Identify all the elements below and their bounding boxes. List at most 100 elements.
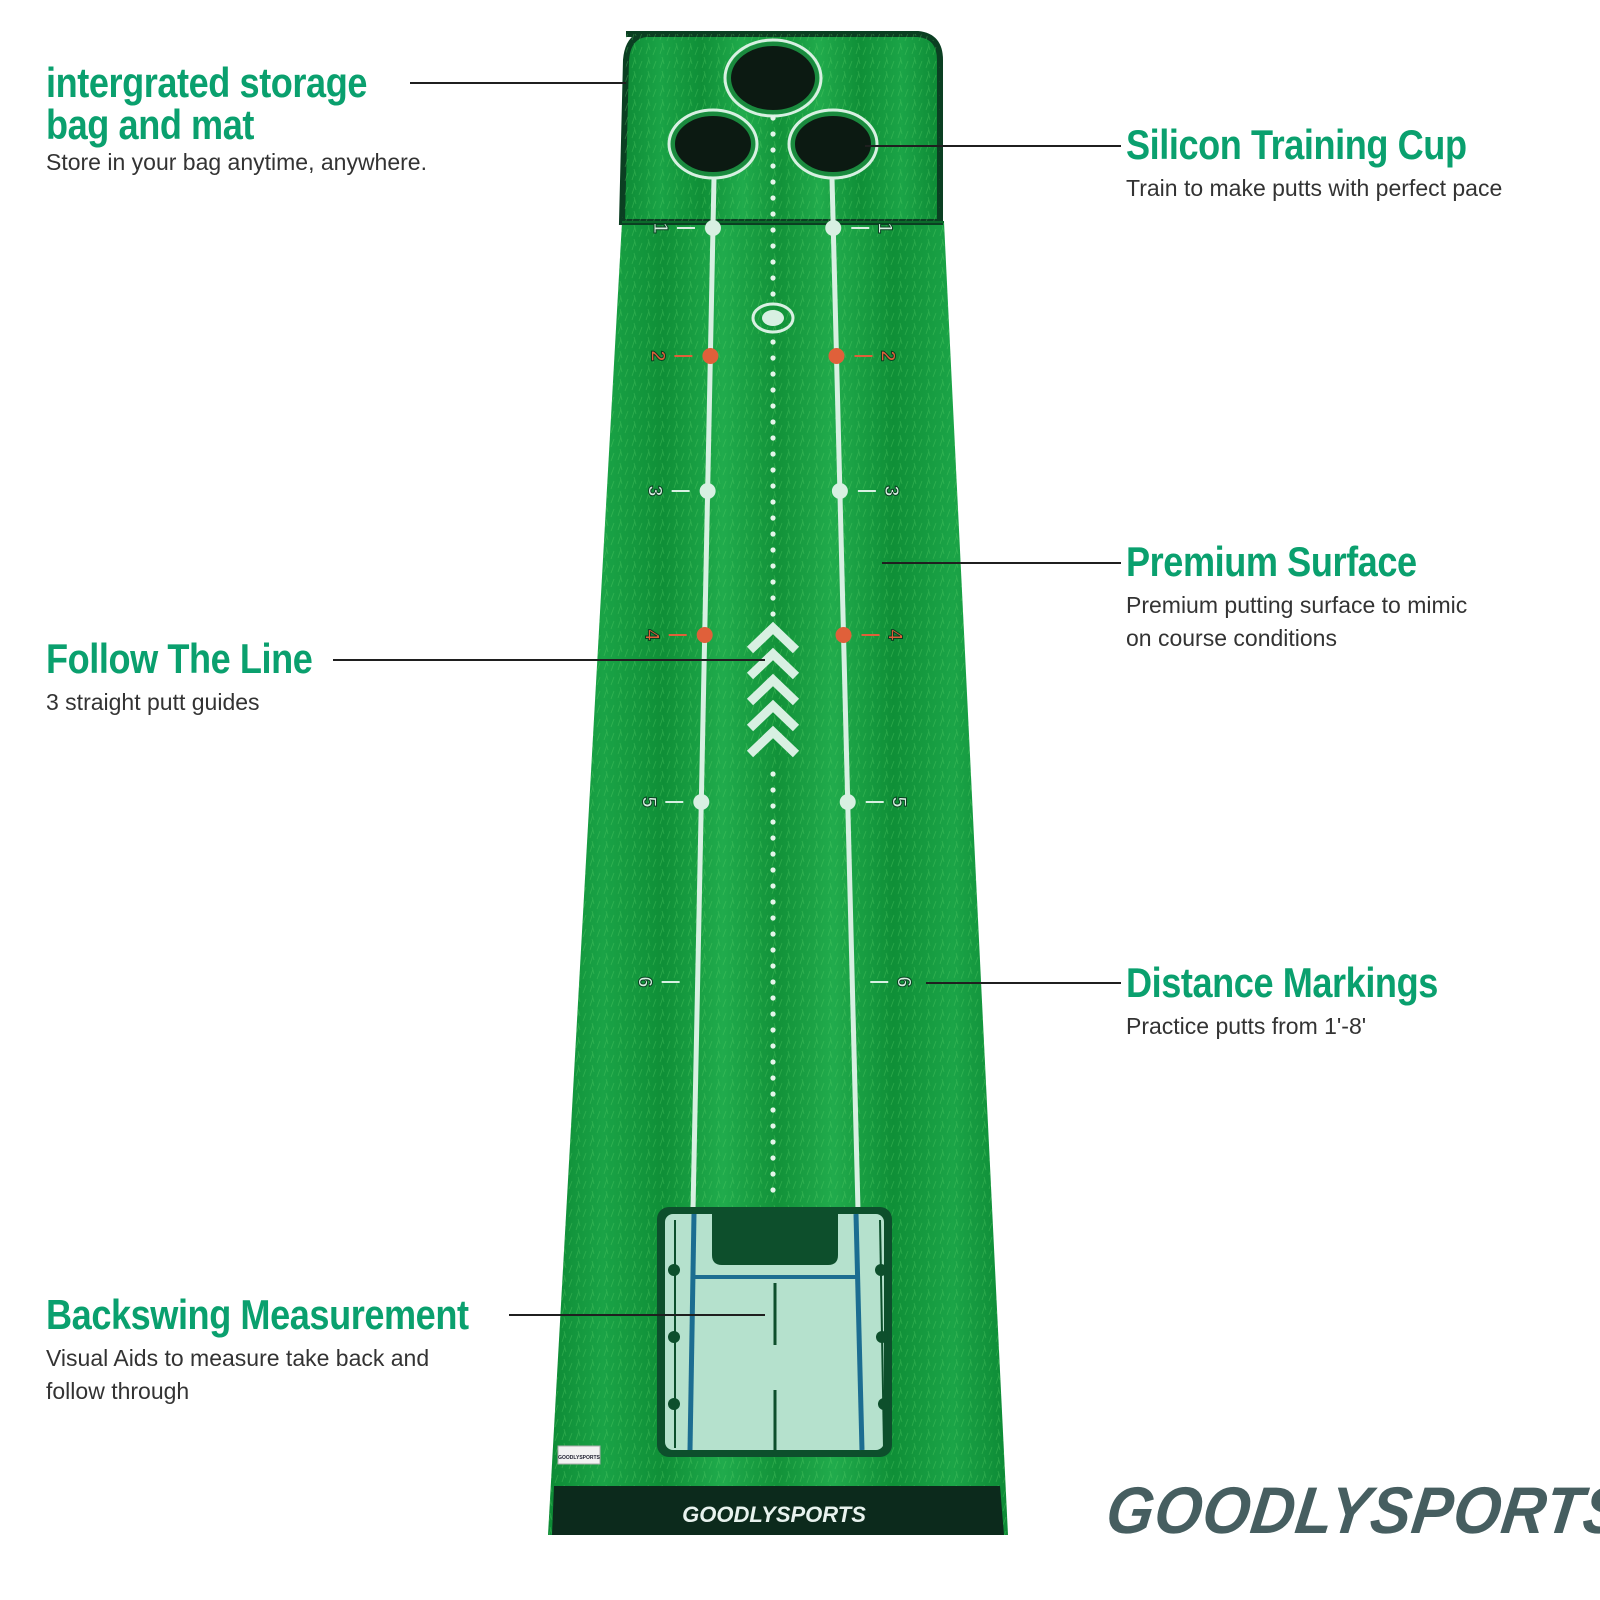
- center-dot: [770, 883, 776, 889]
- marker-label-right: 5: [888, 796, 910, 807]
- center-dot: [770, 1011, 776, 1017]
- center-dot: [770, 963, 776, 969]
- marker-dot-left: [693, 794, 710, 810]
- backswing-board: [657, 1207, 892, 1457]
- center-dot: [770, 995, 776, 1001]
- feature-desc: Store in your bag anytime, anywhere.: [46, 149, 427, 175]
- center-dot: [770, 403, 776, 409]
- center-dot: [770, 979, 776, 985]
- mat-tag: [557, 1445, 601, 1465]
- center-dot: [770, 1107, 776, 1113]
- marker-label-right: 3: [880, 485, 902, 496]
- center-dot: [770, 355, 776, 361]
- chevron-arrow: [746, 673, 800, 706]
- center-dot: [770, 1027, 776, 1033]
- marker-dot-left: [702, 348, 719, 364]
- center-dot: [770, 1171, 776, 1177]
- center-dot: [770, 275, 776, 281]
- marker-dot-left: [704, 220, 721, 236]
- target-circle: [751, 302, 795, 334]
- marker-label-left: 4: [641, 629, 663, 641]
- center-dot: [770, 531, 776, 537]
- center-dot: [770, 1123, 776, 1129]
- center-dotted-line: [770, 115, 776, 1193]
- center-dot: [770, 1155, 776, 1161]
- marker-label-right: 6: [892, 976, 914, 987]
- center-dot: [770, 803, 776, 809]
- center-dot: [770, 787, 776, 793]
- marker-label-left: 5: [637, 796, 659, 807]
- marker-label-left: 2: [646, 350, 668, 361]
- center-dot: [770, 547, 776, 553]
- center-dot: [770, 435, 776, 441]
- marker-label-right: 1: [873, 222, 895, 233]
- center-dot: [770, 291, 776, 297]
- feature-line: Follow The Line 3 straight putt guides: [46, 638, 356, 719]
- center-dot: [770, 1043, 776, 1049]
- center-dot: [770, 819, 776, 825]
- center-dot: [770, 243, 776, 249]
- marker-dot-right: [831, 483, 848, 499]
- leader-storage: [410, 82, 626, 84]
- center-dot: [770, 1139, 776, 1145]
- marker-label-left: 6: [634, 976, 656, 987]
- marker-dot-left: [696, 627, 713, 643]
- center-dot: [770, 563, 776, 569]
- feature-title: Silicon Training Cup: [1126, 121, 1467, 168]
- feature-desc: Train to make putts with perfect pace: [1126, 175, 1503, 201]
- cup-right: [791, 112, 875, 176]
- center-dot: [770, 947, 776, 953]
- feature-title: Backswing Measurement: [46, 1291, 469, 1338]
- center-dot: [770, 595, 776, 601]
- center-dot: [770, 835, 776, 841]
- feature-title: Follow The Line: [46, 635, 313, 682]
- center-dot: [770, 227, 776, 233]
- marker-label-left: 1: [649, 222, 671, 233]
- leader-distance: [926, 982, 1121, 984]
- feature-surface: Premium Surface Premium putting surface …: [1126, 541, 1467, 655]
- marker-label-left: 3: [644, 485, 666, 496]
- leader-surface: [882, 562, 1121, 564]
- feature-title: Distance Markings: [1126, 959, 1438, 1006]
- center-dot: [770, 1075, 776, 1081]
- feature-distance: Distance Markings Practice putts from 1'…: [1126, 962, 1489, 1043]
- leader-line: [333, 659, 765, 661]
- feature-desc: Practice putts from 1'-8': [1126, 1013, 1367, 1039]
- center-dot: [770, 467, 776, 473]
- marker-label-right: 4: [884, 629, 906, 641]
- mat-tag-text: GOODLYSPORTS: [558, 1455, 600, 1461]
- marker-dot-right: [825, 220, 842, 236]
- center-dot: [770, 211, 776, 217]
- chevron-arrow: [746, 647, 800, 680]
- center-dot: [770, 179, 776, 185]
- center-dot: [770, 259, 776, 265]
- marker-label-right: 2: [876, 350, 898, 361]
- cup-top: [727, 42, 819, 114]
- marker-dot-right: [828, 348, 845, 364]
- distance-markers: 1 1 2 2 3 3 4 4 5 5 6 6: [633, 220, 915, 988]
- center-dot: [770, 1059, 776, 1065]
- brand-logo: GOODLYSPORTS®: [1102, 1473, 1600, 1547]
- center-dot: [770, 851, 776, 857]
- center-dot: [770, 131, 776, 137]
- center-dot: [770, 371, 776, 377]
- feature-backswing: Backswing Measurement Visual Aids to mea…: [46, 1294, 537, 1408]
- mat-footer-brand: GOODLYSPORTS: [682, 1502, 866, 1527]
- center-dot: [770, 771, 776, 777]
- feature-cup: Silicon Training Cup Train to make putts…: [1126, 124, 1522, 205]
- chevron-arrow: [746, 725, 800, 758]
- training-cups: [667, 38, 879, 180]
- chevron-arrow: [746, 621, 800, 654]
- center-dot: [770, 867, 776, 873]
- leader-backswing: [509, 1314, 765, 1316]
- feature-title: Premium Surface: [1126, 538, 1417, 585]
- mat-footer-band: [552, 1486, 1004, 1535]
- center-dot: [770, 1187, 776, 1193]
- center-dot: [770, 387, 776, 393]
- center-dot: [770, 419, 776, 425]
